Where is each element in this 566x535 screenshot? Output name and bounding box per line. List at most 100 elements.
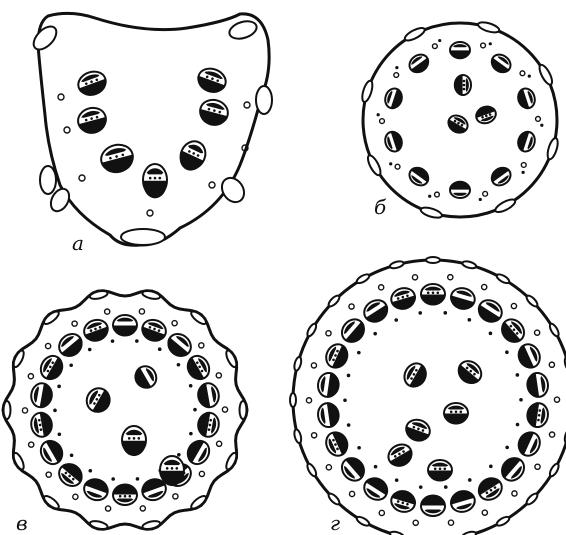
vascular-bundle — [75, 68, 109, 100]
sclerenchyma-strand — [412, 275, 417, 280]
sclerenchyma-strand — [79, 175, 85, 181]
sclerenchyma-strand — [139, 309, 144, 314]
sclerenchyma-strand — [379, 510, 384, 515]
cell-dot — [53, 409, 57, 413]
vascular-bundle — [488, 51, 514, 77]
collenchyma-strand — [546, 137, 560, 160]
collenchyma-strand — [389, 260, 404, 269]
vascular-bundle — [316, 372, 341, 399]
sclerenchyma-strand — [554, 397, 559, 402]
cell-dot — [177, 453, 181, 457]
sclerenchyma-strand — [521, 163, 526, 168]
sclerenchyma-strand — [199, 343, 204, 348]
sclerenchyma-strand — [380, 119, 385, 124]
collenchyma-strand — [525, 492, 539, 506]
cell-dot — [111, 477, 115, 481]
panel-a-outline — [38, 13, 269, 245]
sclerenchyma-strand — [172, 321, 177, 326]
sclerenchyma-strand — [216, 373, 221, 378]
vascular-bundle — [400, 360, 431, 392]
sclerenchyma-strand — [244, 102, 250, 108]
vascular-bundle — [389, 285, 418, 312]
vascular-bundle — [195, 382, 220, 409]
cell-dot — [489, 332, 493, 336]
vascular-bundle — [29, 411, 54, 438]
vascular-bundle — [514, 341, 544, 372]
cell-dot — [443, 311, 447, 315]
sclerenchyma-strand — [306, 398, 311, 403]
vascular-bundle — [497, 315, 529, 347]
cell-dot — [489, 465, 493, 469]
sclerenchyma-strand — [46, 472, 51, 477]
vascular-bundle — [428, 460, 452, 482]
vascular-bundle — [525, 372, 550, 399]
collenchyma-strand — [293, 429, 302, 444]
collenchyma-strand — [355, 273, 370, 285]
collenchyma-strand — [495, 273, 510, 285]
collenchyma-strand — [306, 462, 318, 477]
sclerenchyma-strand — [326, 331, 331, 336]
vascular-bundle — [82, 384, 114, 417]
vascular-bundle — [55, 459, 87, 491]
vascular-bundle — [81, 317, 111, 345]
sclerenchyma-strand — [481, 43, 486, 48]
collenchyma-strand — [426, 257, 440, 263]
sclerenchyma-strand — [173, 494, 178, 499]
collenchyma-strand — [217, 174, 248, 207]
sclerenchyma-strand — [432, 44, 437, 49]
cell-dot — [69, 363, 73, 367]
sclerenchyma-strand — [46, 343, 51, 348]
cell-dot — [357, 351, 361, 355]
vascular-bundle — [183, 352, 214, 384]
sclerenchyma-strand — [28, 374, 33, 379]
cell-dot — [357, 446, 361, 450]
cell-dot — [70, 453, 74, 457]
panel-b: б — [360, 20, 559, 219]
cell-dot — [343, 398, 347, 402]
vascular-bundle — [406, 163, 432, 189]
collenchyma-strand — [366, 154, 383, 177]
collenchyma-strand — [327, 294, 341, 308]
collenchyma-strand — [256, 86, 272, 114]
vascular-bundle — [175, 137, 209, 174]
vascular-bundle — [131, 362, 161, 392]
cell-dot — [374, 465, 378, 469]
vascular-bundle — [360, 473, 392, 504]
vascular-bundle — [163, 330, 195, 362]
collenchyma-strand — [360, 80, 374, 103]
vascular-bundle — [406, 51, 432, 77]
collenchyma-strand — [89, 520, 108, 531]
vascular-bundle — [122, 426, 146, 456]
vascular-bundle — [421, 284, 445, 306]
cell-dot — [522, 171, 525, 174]
vascular-bundle — [473, 103, 498, 126]
vascular-bundle — [75, 105, 109, 137]
vascular-bundle — [383, 86, 406, 110]
cell-dot — [438, 39, 441, 42]
vascular-bundle — [448, 285, 477, 312]
sclerenchyma-strand — [105, 309, 110, 314]
sclerenchyma-strand — [349, 304, 354, 309]
collenchyma-strand — [389, 531, 404, 535]
cell-dot — [505, 350, 509, 354]
collenchyma-strand — [4, 401, 11, 419]
collenchyma-strand — [240, 401, 247, 419]
cell-dot — [177, 363, 181, 367]
sclerenchyma-strand — [58, 94, 64, 100]
sclerenchyma-strand — [64, 127, 70, 133]
vascular-bundle — [183, 436, 214, 468]
sclerenchyma-strand — [22, 408, 27, 413]
panel-a: а — [30, 13, 272, 255]
sclerenchyma-strand — [209, 182, 215, 188]
sclerenchyma-strand — [326, 465, 331, 470]
collenchyma-strand — [40, 166, 56, 194]
vascular-bundle — [450, 42, 470, 59]
sclerenchyma-strand — [448, 275, 453, 280]
sclerenchyma-strand — [349, 491, 354, 496]
sclerenchyma-strand — [379, 285, 384, 290]
cell-dot — [189, 384, 193, 388]
vascular-bundle — [322, 341, 352, 372]
sclerenchyma-strand — [482, 510, 487, 515]
cell-dot — [88, 348, 92, 352]
